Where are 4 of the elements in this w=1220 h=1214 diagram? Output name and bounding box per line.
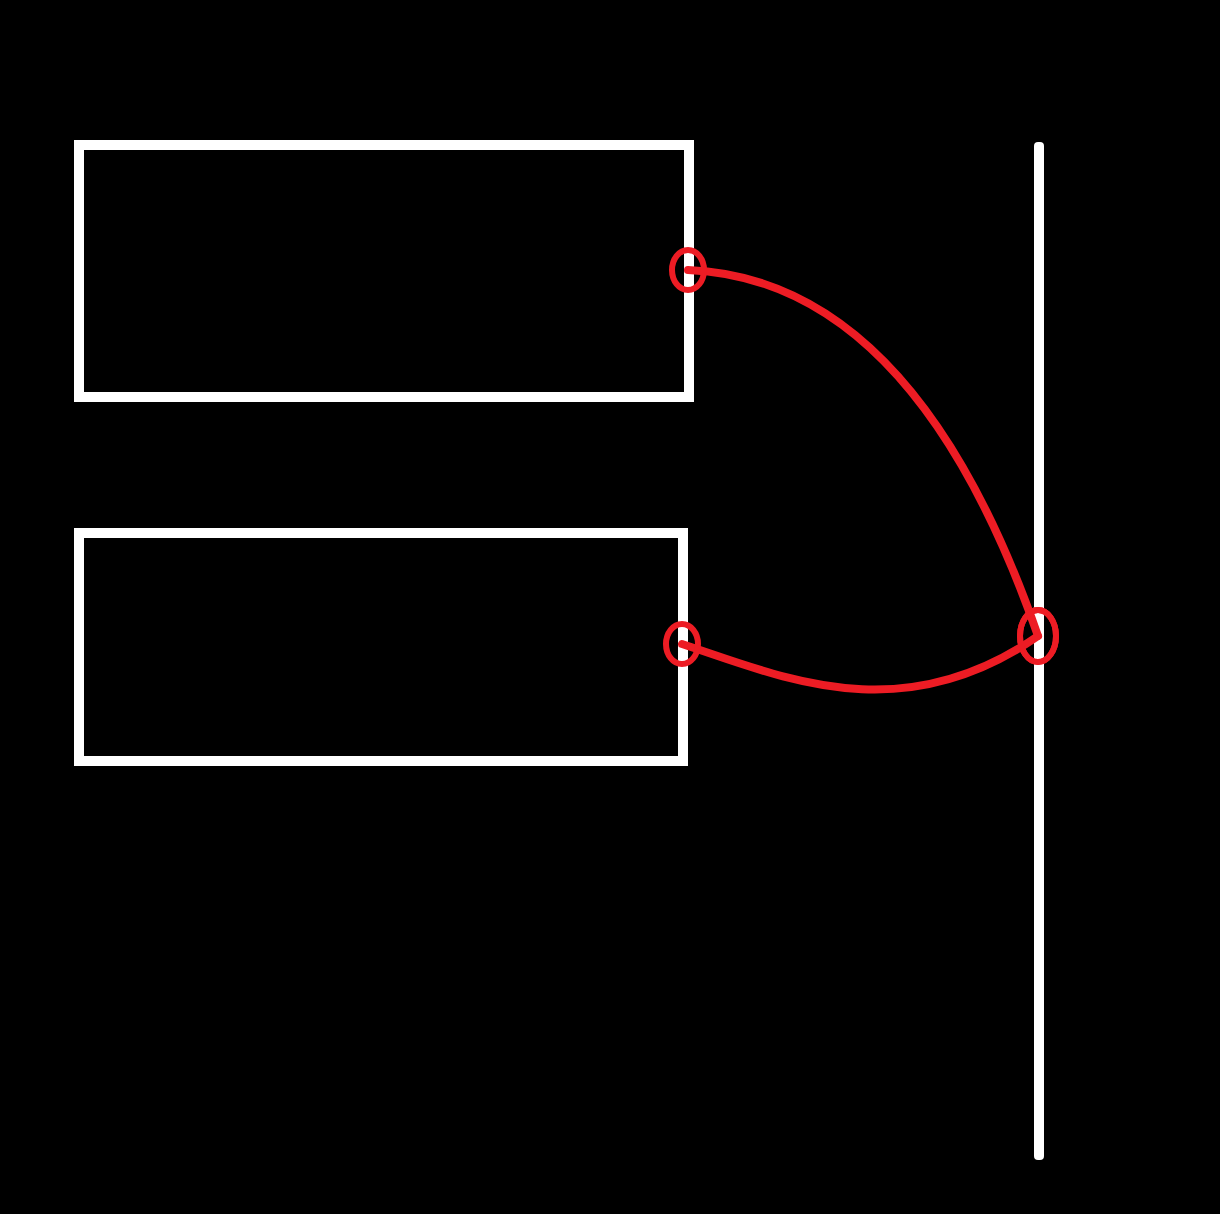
empty-box: [74, 528, 688, 766]
empty-box: [74, 140, 694, 402]
connector: [663, 607, 1059, 694]
vertical-line: [1034, 142, 1044, 1160]
